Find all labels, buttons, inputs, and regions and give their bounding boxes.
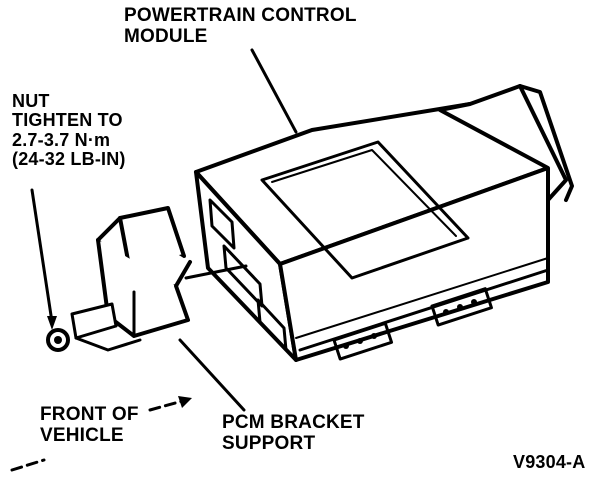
nut-torque-imperial: (24-32 LB-IN) [12, 149, 126, 170]
mounting-line [184, 264, 248, 280]
nut [46, 328, 70, 352]
front-label-line2: VEHICLE [40, 424, 124, 446]
powertrain-control-module [194, 84, 574, 362]
bracket-leader-line [178, 338, 246, 412]
pcm-label: POWERTRAIN CONTROL MODULE [124, 5, 357, 48]
bracket-label: PCM BRACKET SUPPORT [222, 412, 365, 455]
pcm-label-line1: POWERTRAIN CONTROL [124, 5, 357, 26]
front-of-vehicle-arrow [10, 396, 192, 472]
front-label-line1: FRONT OF [40, 404, 139, 425]
nut-leader-line [30, 188, 54, 324]
pcm-label-line2: MODULE [124, 25, 208, 47]
nut-torque-metric: 2.7-3.7 N·m [12, 129, 111, 150]
bracket-label-line2: SUPPORT [222, 432, 316, 454]
pcm-leader-line [250, 48, 298, 134]
nut-label-line2: TIGHTEN TO [12, 110, 123, 131]
figure-code: V9304-A [513, 452, 586, 472]
bracket-label-line1: PCM BRACKET [222, 412, 365, 433]
nut-label-line1: NUT [12, 91, 50, 111]
nut-label: NUT TIGHTEN TO 2.7-3.7 N·m (24-32 LB-IN) [12, 91, 126, 170]
pcm-bracket-support [70, 206, 192, 352]
front-of-vehicle-label: FRONT OF VEHICLE [40, 404, 139, 447]
